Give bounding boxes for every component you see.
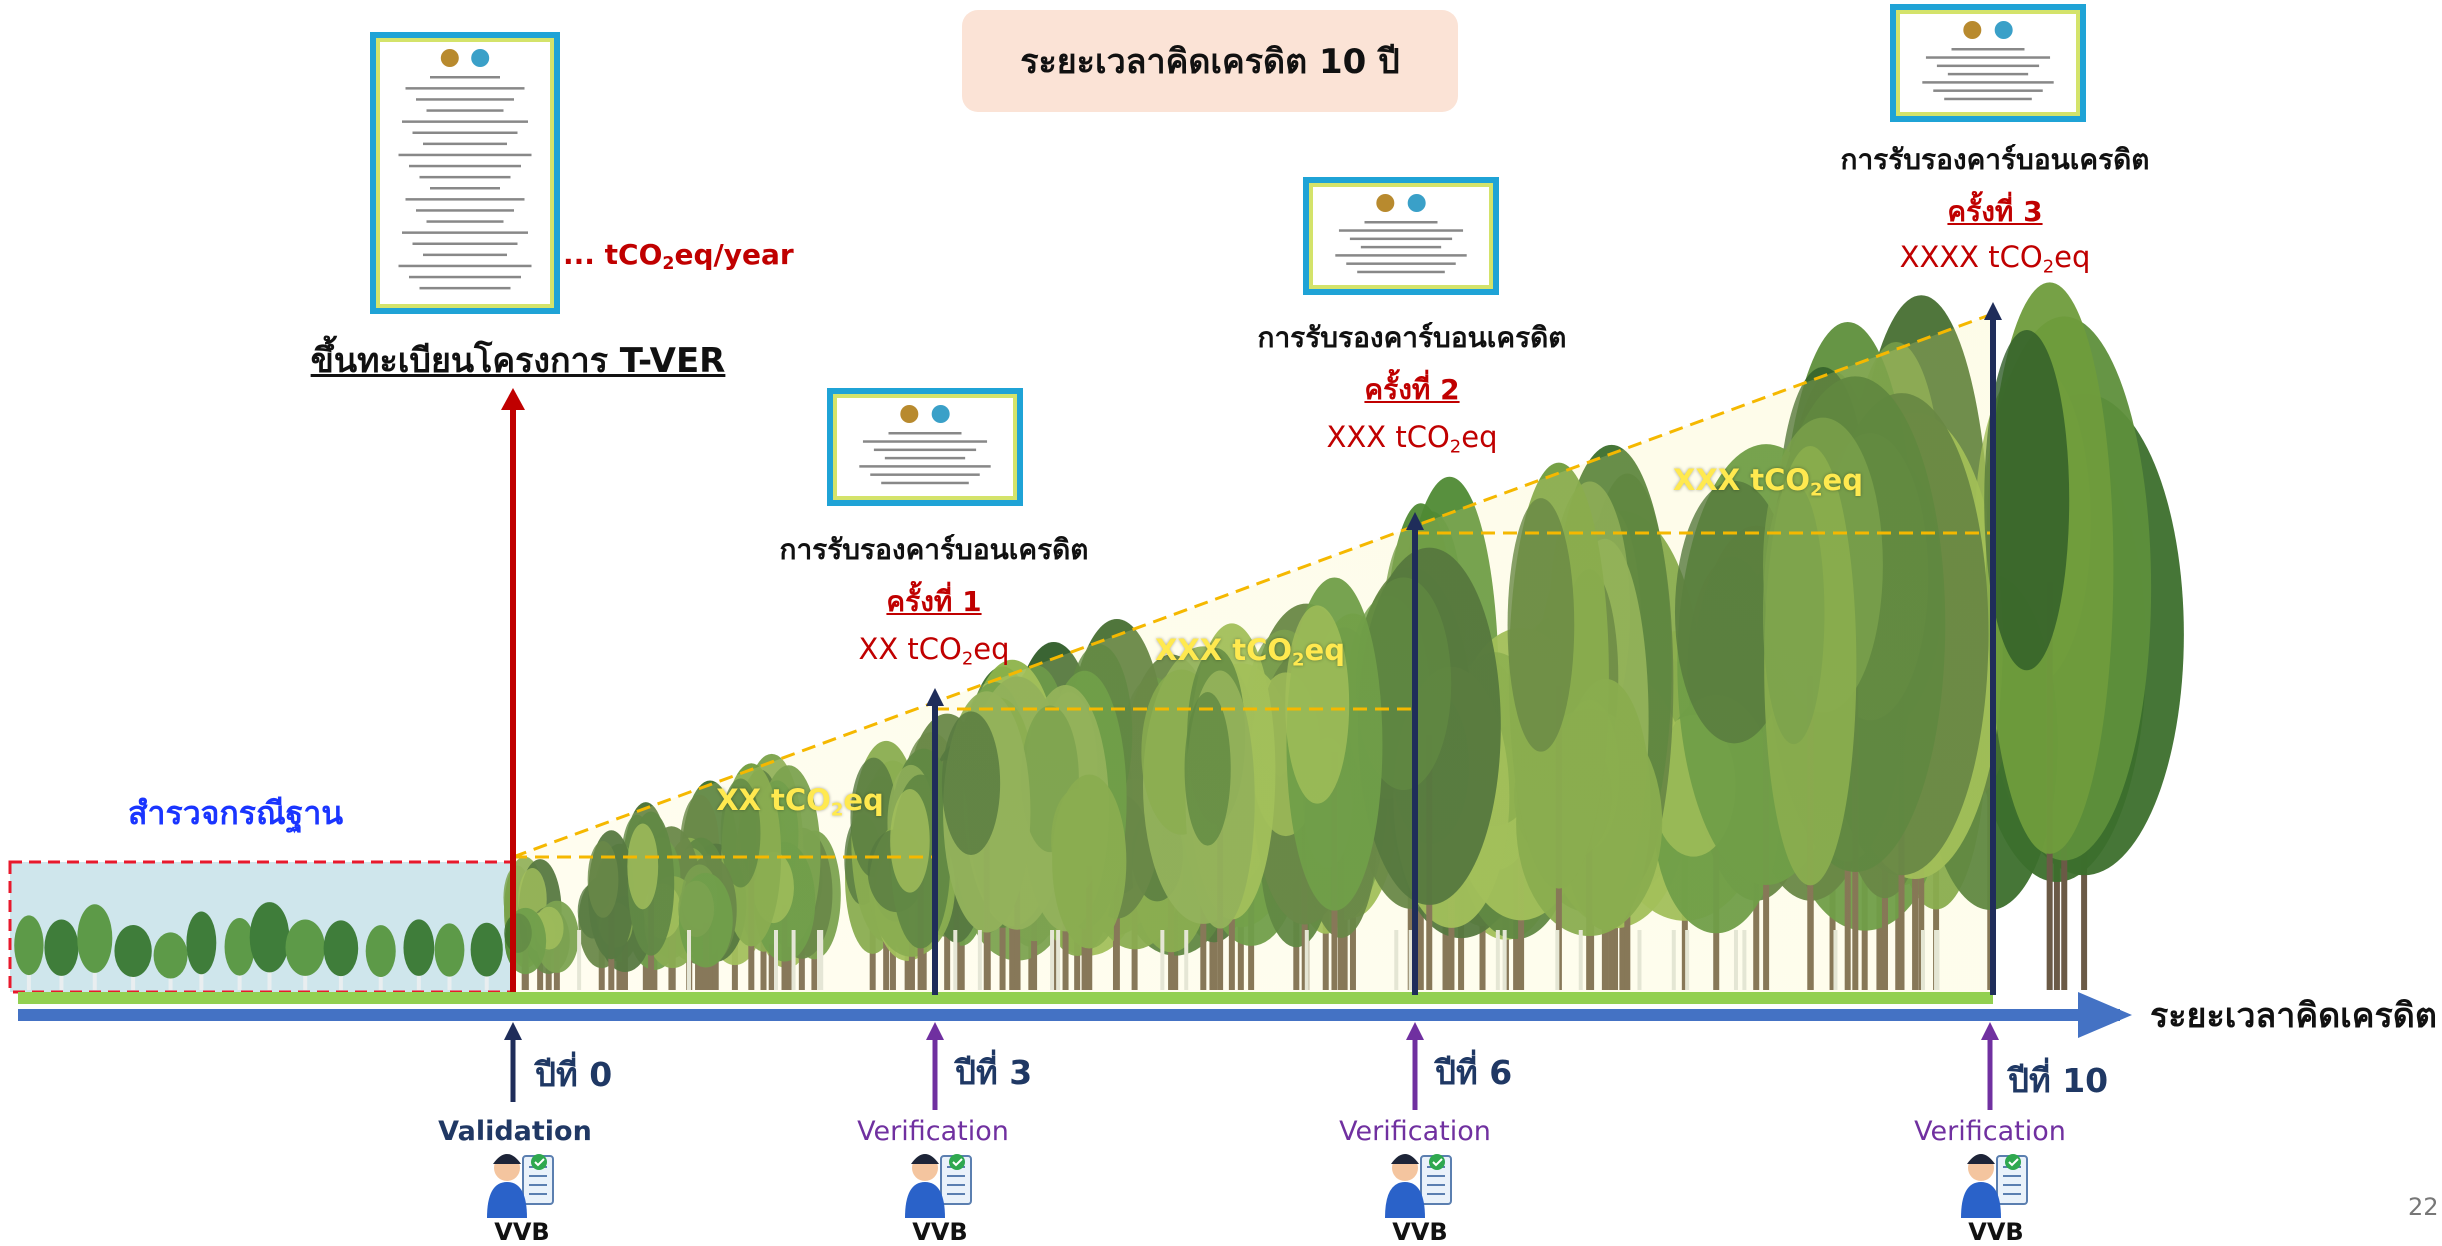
- milestone-year-3: ปีที่ 3: [955, 1053, 1033, 1092]
- tree-icon: [249, 902, 290, 990]
- tree-icon: [285, 919, 325, 990]
- carbon-triangle: [512, 311, 1996, 995]
- vvb-auditor-icon: [487, 1154, 554, 1218]
- tree-icon: [365, 925, 396, 990]
- baseline-survey-label: สำรวจกรณีฐาน: [128, 794, 344, 832]
- time-axis-arrowhead: [2078, 992, 2132, 1038]
- vvb-label-6: VVB: [1392, 1218, 1448, 1246]
- certification-1-amount: XX tCO2eq: [858, 632, 1010, 670]
- milestone-year-6: ปีที่ 6: [1435, 1053, 1513, 1092]
- certificate-icon: [370, 32, 560, 314]
- triangle-label-2: XXX tCO2eq: [1155, 633, 1345, 671]
- certificate-icon: [1890, 4, 2086, 122]
- vvb-auditor-icon: [1961, 1154, 2028, 1218]
- milestone-year-0: ปีที่ 0: [535, 1055, 613, 1094]
- certification-1-round: ครั้งที่ 1: [886, 585, 982, 618]
- certification-1-title: การรับรองคาร์บอนเครดิต: [779, 533, 1089, 566]
- tree-icon: [470, 922, 503, 990]
- tree-icon: [224, 917, 255, 990]
- certification-2-title: การรับรองคาร์บอนเครดิต: [1257, 321, 1567, 354]
- time-axis: [18, 1009, 2120, 1021]
- triangle-label-1: XX tCO2eq: [716, 783, 884, 821]
- certification-2-amount: XXX tCO2eq: [1326, 420, 1498, 458]
- milestone-role-10: Verification: [1914, 1116, 2066, 1147]
- tree-icon: [186, 911, 217, 990]
- certificate-icon: [1303, 177, 1499, 295]
- time-axis-label: ระยะเวลาคิดเครดิต: [2150, 996, 2437, 1036]
- tree-icon: [323, 920, 359, 990]
- vvb-label-3: VVB: [912, 1218, 968, 1246]
- tree-icon: [114, 925, 152, 990]
- ground-strip: [18, 992, 1993, 1004]
- vvb-label-0: VVB: [494, 1218, 550, 1246]
- page-number: 22: [2408, 1193, 2439, 1221]
- verification-arrows: [926, 302, 2002, 995]
- tree-icon: [44, 919, 79, 990]
- milestone-role-3: Verification: [857, 1116, 1009, 1147]
- baseline-area: [8, 860, 515, 994]
- certification-3-round: ครั้งที่ 3: [1947, 195, 2043, 228]
- tree-icon: [14, 915, 44, 990]
- tree-icon: [153, 932, 188, 990]
- vvb-label-10: VVB: [1968, 1218, 2024, 1246]
- tree-icon: [403, 919, 435, 990]
- milestone-year-10: ปีที่ 10: [2008, 1061, 2109, 1100]
- vvb-auditor-icon: [905, 1154, 972, 1218]
- page-title: ระยะเวลาคิดเครดิต 10 ปี: [962, 10, 1458, 112]
- registration-label: ขึ้นทะเบียนโครงการ T-VER: [310, 341, 726, 381]
- registration-estimate: ... tCO2eq/year: [563, 238, 794, 275]
- tree-icon: [1984, 282, 2114, 990]
- tree-icon: [77, 904, 113, 990]
- certification-3-amount: XXXX tCO2eq: [1899, 240, 2091, 278]
- certification-3-title: การรับรองคาร์บอนเครดิต: [1840, 143, 2150, 176]
- milestone-arrows: [504, 1022, 1999, 1110]
- certification-2-round: ครั้งที่ 2: [1364, 373, 1460, 406]
- certificate-icon: [827, 388, 1023, 506]
- milestone-role-6: Verification: [1339, 1116, 1491, 1147]
- milestone-role-0: Validation: [438, 1116, 592, 1147]
- vvb-auditor-icon: [1385, 1154, 1452, 1218]
- triangle-label-3: XXX tCO2eq: [1673, 463, 1863, 501]
- tree-icon: [434, 923, 465, 990]
